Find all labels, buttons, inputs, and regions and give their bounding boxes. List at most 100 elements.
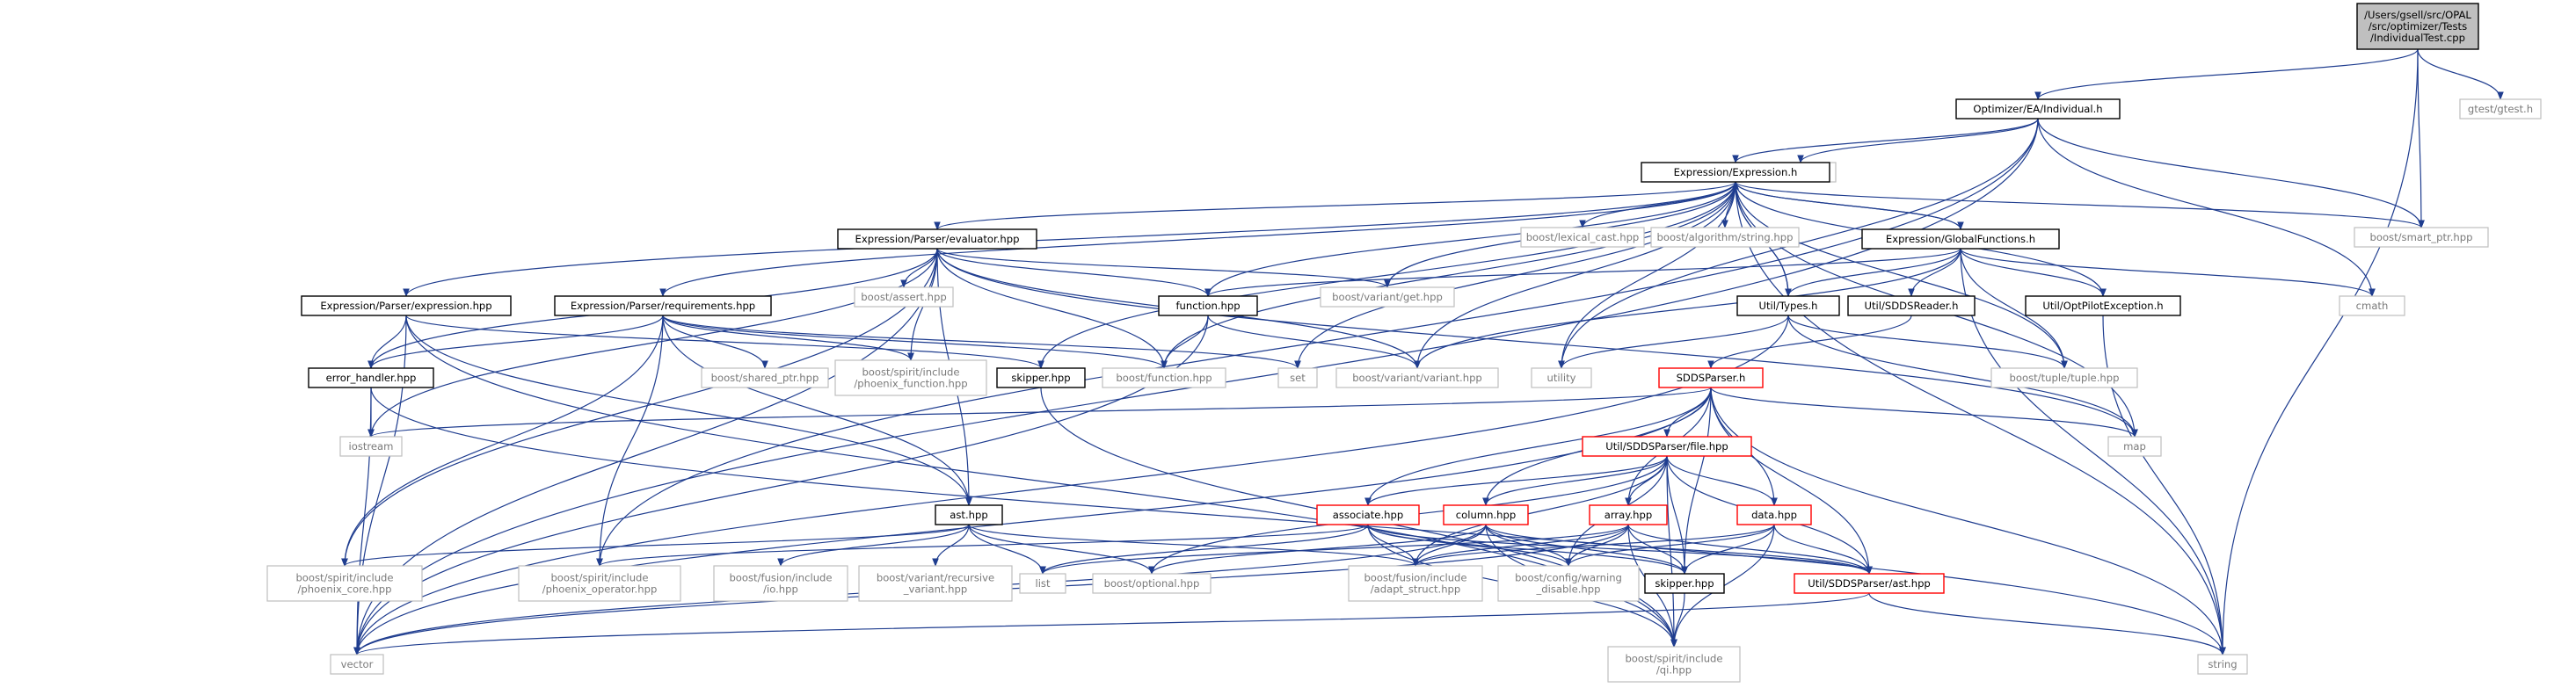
edge-requirements-to-boostfunction bbox=[662, 315, 1168, 369]
edge-expression-to-parserexpr bbox=[403, 181, 1736, 297]
node-label: boost/smart_ptr.hpp bbox=[2370, 231, 2473, 243]
node-box bbox=[1316, 504, 1420, 525]
node-box bbox=[1443, 504, 1529, 525]
node-sddsast[interactable]: Util/SDDSParser/ast.hpp bbox=[1794, 573, 1945, 594]
edge-globalfunc-to-types bbox=[1785, 248, 1961, 297]
node-errorhandler[interactable]: error_handler.hpp bbox=[308, 367, 434, 388]
node-label: Expression/GlobalFunctions.h bbox=[1886, 233, 2035, 245]
node-box bbox=[1607, 646, 1741, 683]
node-skipper1[interactable]: skipper.hpp bbox=[996, 367, 1086, 388]
edge-array-to-adaptstruct bbox=[1412, 524, 1629, 567]
node-sharedptr[interactable]: boost/shared_ptr.hpp bbox=[701, 367, 829, 388]
node-phoenixfunc[interactable]: boost/spirit/include/phoenix_function.hp… bbox=[834, 359, 987, 396]
node-optpilotexc[interactable]: Util/OptPilotException.h bbox=[2025, 295, 2181, 316]
node-lexicalcast[interactable]: boost/lexical_cast.hpp bbox=[1520, 227, 1645, 248]
edge-root-to-string bbox=[2219, 48, 2419, 655]
node-skipper2[interactable]: skipper.hpp bbox=[1644, 573, 1725, 594]
node-variantvariant[interactable]: boost/variant/variant.hpp bbox=[1335, 367, 1499, 388]
edge-optpilotexc-to-string bbox=[2102, 315, 2226, 655]
node-iostream[interactable]: iostream bbox=[339, 436, 403, 457]
node-adaptstruct[interactable]: boost/fusion/include/adapt_struct.hpp bbox=[1348, 565, 1483, 602]
node-parserexpr[interactable]: Expression/Parser/expression.hpp bbox=[301, 295, 512, 316]
node-box bbox=[330, 654, 384, 675]
node-assert[interactable]: boost/assert.hpp bbox=[854, 286, 954, 308]
node-optional[interactable]: boost/optional.hpp bbox=[1092, 573, 1212, 594]
node-sddsparser[interactable]: SDDSParser.h bbox=[1658, 367, 1764, 388]
node-boostfunction[interactable]: boost/function.hpp bbox=[1102, 367, 1226, 388]
node-cmath[interactable]: cmath bbox=[2339, 295, 2405, 316]
node-label: Optimizer/EA/Individual.h bbox=[1973, 103, 2102, 115]
node-smartptr[interactable]: boost/smart_ptr.hpp bbox=[2354, 227, 2489, 248]
edge-individual-to-smartptr bbox=[2037, 118, 2425, 228]
edge-expression-to-requirements bbox=[659, 181, 1736, 297]
node-box bbox=[1277, 367, 1318, 388]
node-phoenixcore[interactable]: boost/spirit/include/phoenix_core.hpp bbox=[266, 565, 423, 602]
node-label: utility bbox=[1547, 372, 1576, 384]
node-map[interactable]: map bbox=[2107, 436, 2162, 457]
node-globalfunc[interactable]: Expression/GlobalFunctions.h bbox=[1861, 228, 2060, 250]
node-box bbox=[1320, 286, 1455, 308]
node-filehpp[interactable]: Util/SDDSParser/file.hpp bbox=[1582, 436, 1752, 457]
node-label: Util/Types.h bbox=[1758, 300, 1817, 312]
node-recvariant[interactable]: boost/variant/recursive_variant.hpp bbox=[858, 565, 1013, 602]
node-individual[interactable]: Optimizer/EA/Individual.h bbox=[1955, 98, 2121, 119]
node-list[interactable]: list bbox=[1019, 573, 1066, 594]
edge-types-to-utility bbox=[1558, 315, 1789, 369]
node-fusionio[interactable]: boost/fusion/include/io.hpp bbox=[713, 565, 848, 602]
edge-individual-to-expression bbox=[1732, 118, 2039, 163]
node-label: /phoenix_function.hpp bbox=[854, 378, 967, 390]
node-warningdisable[interactable]: boost/config/warning_disable.hpp bbox=[1497, 565, 1640, 602]
node-vector[interactable]: vector bbox=[330, 654, 384, 675]
edge-globalfunc-to-sddsreader bbox=[1908, 248, 1961, 297]
node-evaluator[interactable]: Expression/Parser/evaluator.hpp bbox=[837, 228, 1037, 250]
node-phoenixop[interactable]: boost/spirit/include/phoenix_operator.hp… bbox=[518, 565, 681, 602]
edge-sddsast-to-vector bbox=[353, 592, 1870, 655]
node-gtest[interactable]: gtest/gtest.h bbox=[2459, 98, 2542, 119]
node-label: _disable.hpp bbox=[1536, 583, 1601, 596]
edge-ast1-to-optional bbox=[968, 524, 1155, 575]
node-label: boost/spirit/include bbox=[295, 572, 393, 584]
edge-function-to-boostfunction bbox=[1161, 315, 1209, 369]
edge-individual-to-algorithm bbox=[1797, 118, 2039, 163]
node-function[interactable]: function.hpp bbox=[1158, 295, 1258, 316]
edge-expression-to-utility bbox=[1558, 181, 1736, 369]
node-sddsreader[interactable]: Util/SDDSReader.h bbox=[1847, 295, 1976, 316]
node-label: Util/SDDSParser/ast.hpp bbox=[1808, 577, 1931, 590]
node-box bbox=[1847, 295, 1976, 316]
edge-expression-to-boostfunction bbox=[1161, 181, 1736, 369]
node-box bbox=[2459, 98, 2542, 119]
node-label: cmath bbox=[2356, 300, 2389, 312]
node-array[interactable]: array.hpp bbox=[1589, 504, 1668, 525]
node-box bbox=[301, 295, 512, 316]
node-root[interactable]: /Users/gsell/src/OPAL/src/optimizer/Test… bbox=[2356, 3, 2479, 50]
node-box bbox=[713, 565, 848, 602]
node-types[interactable]: Util/Types.h bbox=[1736, 295, 1840, 316]
node-requirements[interactable]: Expression/Parser/requirements.hpp bbox=[554, 295, 772, 316]
node-associate[interactable]: associate.hpp bbox=[1316, 504, 1420, 525]
node-variantget[interactable]: boost/variant/get.hpp bbox=[1320, 286, 1455, 308]
node-label: Util/SDDSReader.h bbox=[1865, 300, 1959, 312]
node-utility[interactable]: utility bbox=[1531, 367, 1592, 388]
edge-column-to-sddsast bbox=[1485, 524, 1873, 575]
node-data[interactable]: data.hpp bbox=[1736, 504, 1812, 525]
node-label: boost/fusion/include bbox=[729, 572, 832, 584]
node-box bbox=[1990, 367, 2138, 388]
node-tuple[interactable]: boost/tuple/tuple.hpp bbox=[1990, 367, 2138, 388]
node-box bbox=[1335, 367, 1499, 388]
node-ast1[interactable]: ast.hpp bbox=[935, 504, 1003, 525]
node-box bbox=[996, 367, 1086, 388]
node-string[interactable]: string bbox=[2197, 654, 2248, 675]
node-expression[interactable]: Expression/Expression.h bbox=[1641, 162, 1830, 183]
edge-sddsparser-to-map bbox=[1710, 387, 2138, 438]
node-set[interactable]: set bbox=[1277, 367, 1318, 388]
node-qi[interactable]: boost/spirit/include/qi.hpp bbox=[1607, 646, 1741, 683]
edge-requirements-to-errorhandler bbox=[367, 315, 664, 369]
node-algostring[interactable]: boost/algorithm/string.hpp bbox=[1650, 227, 1800, 248]
edge-sddsparser-to-sddsast bbox=[1710, 387, 1873, 575]
node-box bbox=[2025, 295, 2181, 316]
node-box bbox=[1658, 367, 1764, 388]
edge-globalfunc-to-variantvariant bbox=[1414, 248, 1961, 369]
node-column[interactable]: column.hpp bbox=[1443, 504, 1529, 525]
edges-layer bbox=[341, 48, 2504, 655]
node-label: SDDSParser.h bbox=[1677, 372, 1746, 384]
